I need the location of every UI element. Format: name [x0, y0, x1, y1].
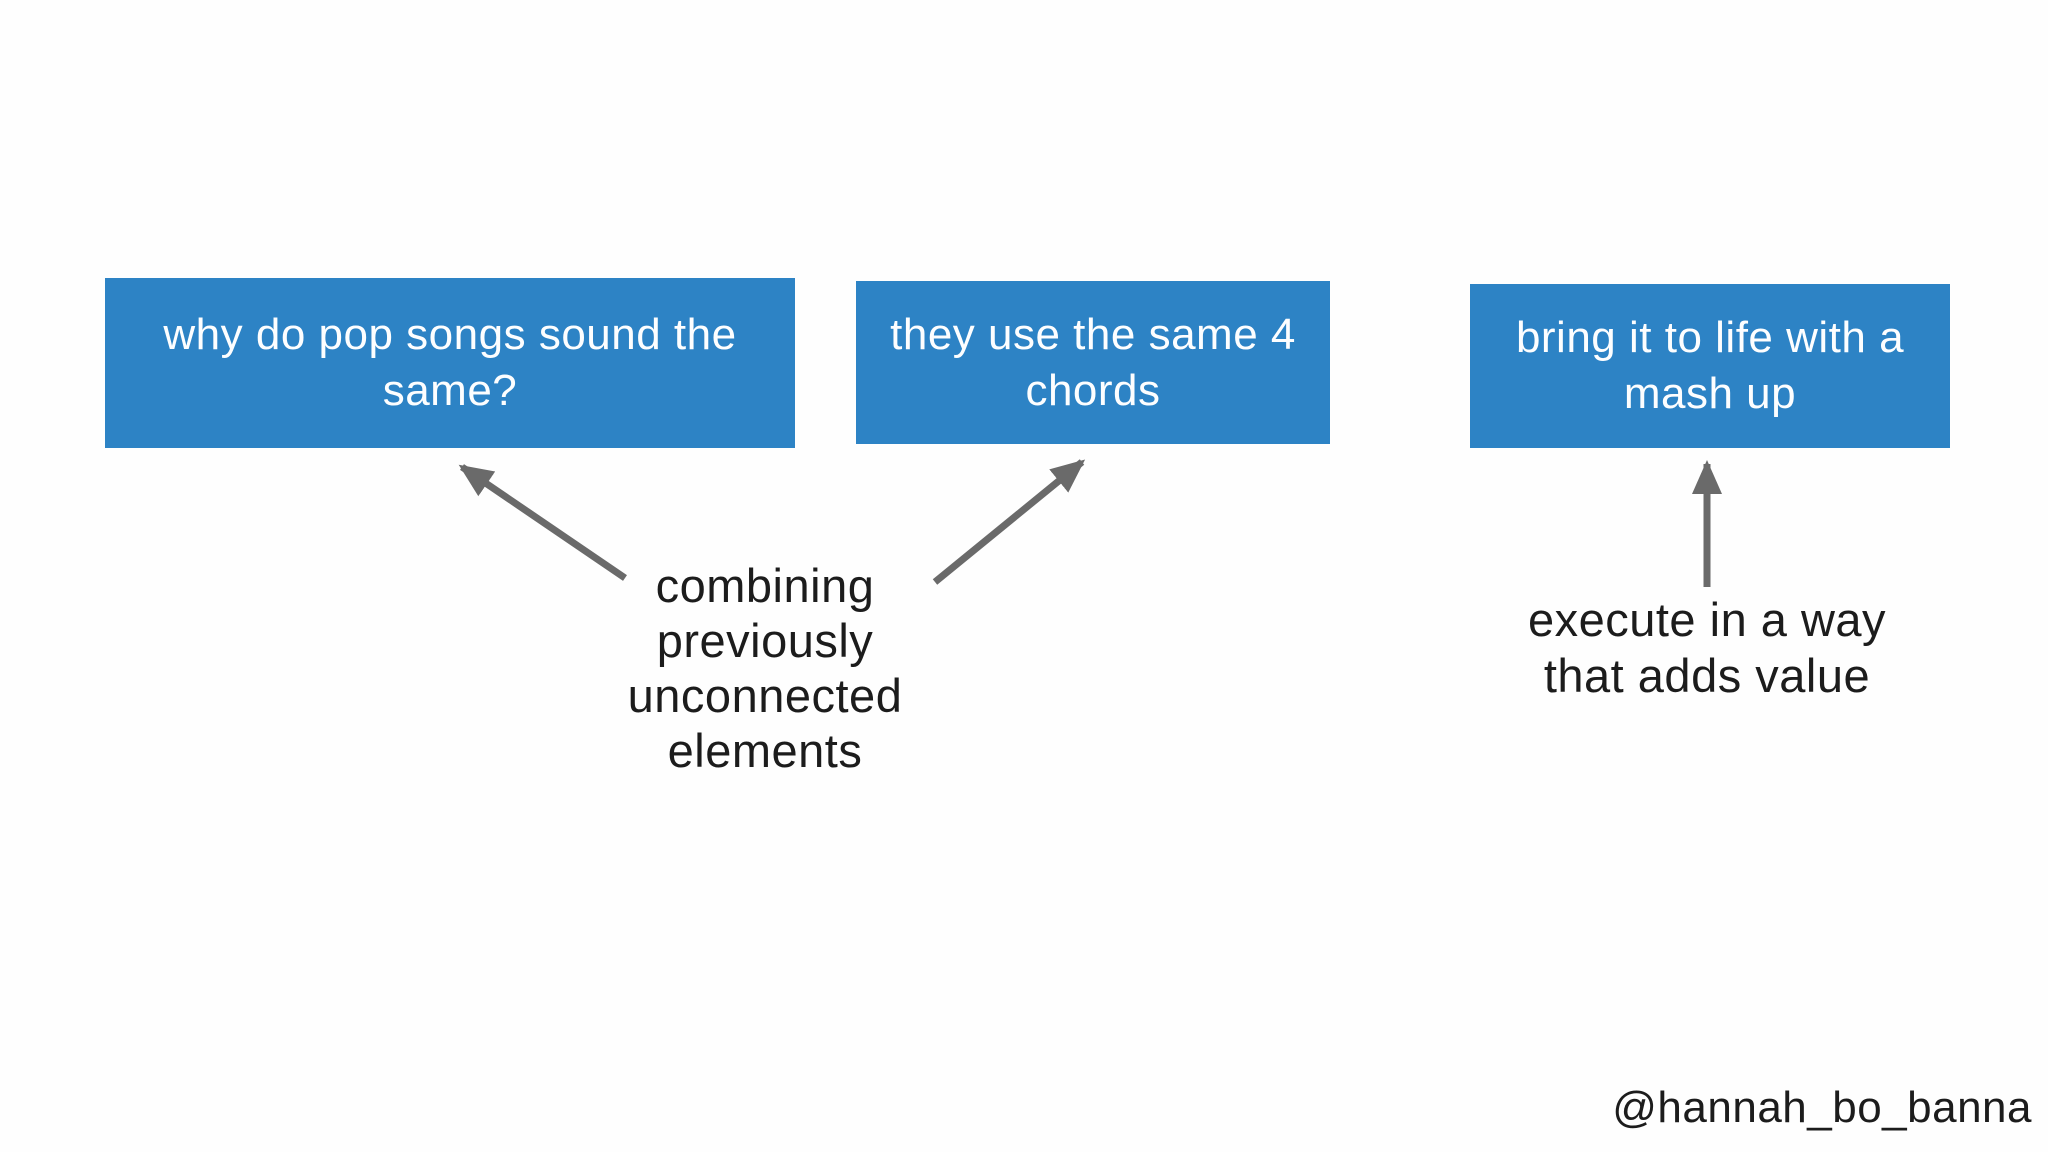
concept-box-question: why do pop songs sound the same? [105, 278, 795, 448]
annotation-combining: combining previously unconnected element… [627, 559, 903, 777]
annotation-execute: execute in a way that adds value [1527, 593, 1887, 702]
concept-box-mashup: bring it to life with a mash up [1470, 284, 1950, 448]
concept-box-chords: they use the same 4 chords [856, 281, 1330, 444]
watermark-handle: @hannah_bo_banna [1612, 1083, 2032, 1132]
